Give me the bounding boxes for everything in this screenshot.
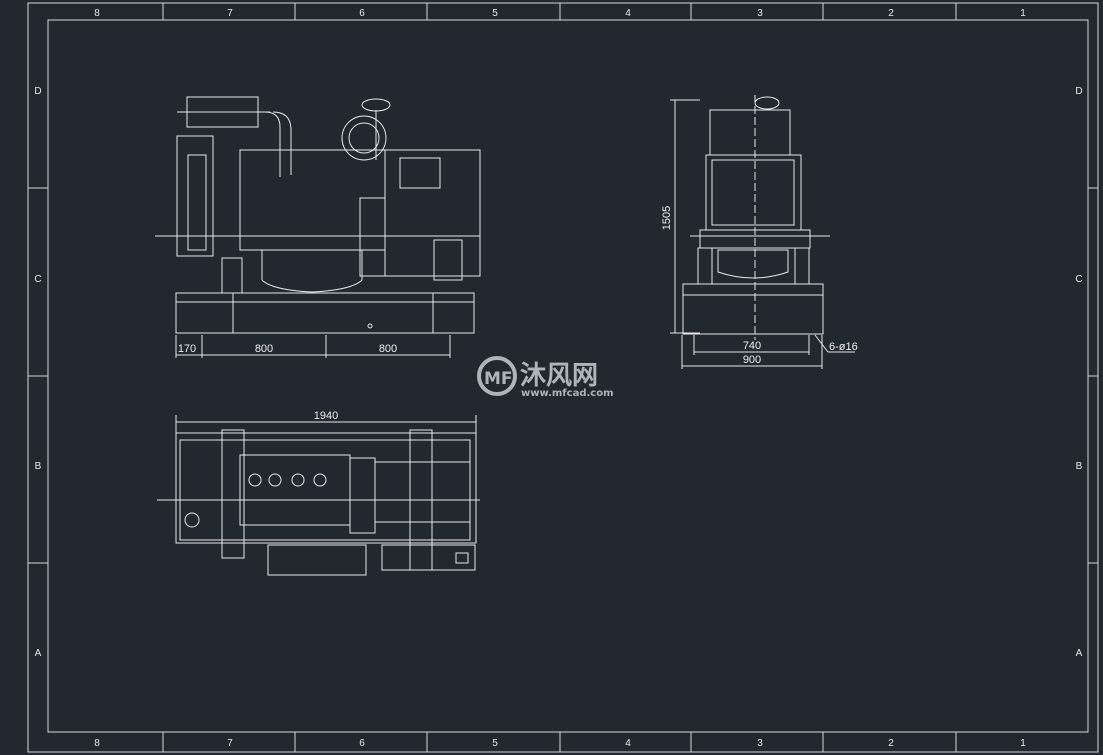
svg-text:4: 4 [625,8,631,19]
svg-text:170: 170 [178,343,196,355]
end-view [682,95,830,340]
svg-text:6: 6 [359,738,365,749]
watermark: MF 沐风网 www.mfcad.com [477,356,614,399]
svg-text:800: 800 [379,343,397,355]
side-view [155,96,481,334]
column-dividers [162,3,957,752]
svg-text:6-ø16: 6-ø16 [829,341,858,353]
svg-text:D: D [34,86,41,97]
svg-text:7: 7 [227,738,233,749]
svg-text:1: 1 [1020,738,1026,749]
svg-text:3: 3 [757,8,763,19]
side-view-dimensions: 170 800 800 [175,335,451,358]
svg-text:900: 900 [743,354,761,366]
watermark-logo-icon [477,356,517,396]
svg-text:8: 8 [94,738,100,749]
svg-text:3: 3 [757,738,763,749]
svg-text:800: 800 [255,343,273,355]
svg-text:A: A [35,648,42,659]
svg-text:6: 6 [359,8,365,19]
svg-text:MF: MF [484,369,513,389]
svg-text:沐风网: 沐风网 [520,361,598,391]
svg-text:5: 5 [492,738,498,749]
end-view-dimensions: 1505 740 900 6-ø16 [661,99,858,369]
svg-text:1940: 1940 [314,410,338,422]
svg-text:A: A [1076,648,1083,659]
row-labels: D C B A D C B A [34,86,1082,659]
svg-text:2: 2 [888,738,894,749]
column-labels-top: 8 7 6 5 4 3 2 1 [94,8,1026,19]
svg-text:7: 7 [227,8,233,19]
outer-frame [27,2,1099,753]
svg-text:D: D [1075,86,1082,97]
svg-text:740: 740 [743,340,761,352]
svg-text:C: C [34,274,41,285]
svg-text:8: 8 [94,8,100,19]
top-view [157,429,480,576]
top-view-dimensions: 1940 [175,410,477,433]
svg-text:5: 5 [492,8,498,19]
svg-text:B: B [1076,461,1083,472]
column-labels-bottom: 8 7 6 5 4 3 2 1 [94,738,1026,749]
svg-text:www.mfcad.com: www.mfcad.com [521,388,614,399]
svg-text:C: C [1075,274,1082,285]
svg-text:4: 4 [625,738,631,749]
svg-text:1: 1 [1020,8,1026,19]
row-dividers [28,187,1098,564]
svg-text:B: B [35,461,42,472]
svg-text:2: 2 [888,8,894,19]
svg-text:1505: 1505 [661,206,673,230]
